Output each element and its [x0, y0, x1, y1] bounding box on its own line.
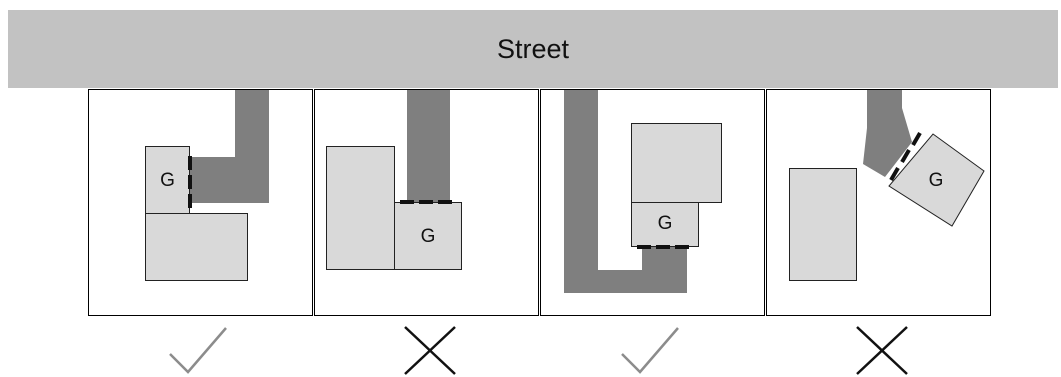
garage-label: G — [928, 170, 944, 191]
garage — [888, 133, 985, 227]
street-label: Street — [496, 33, 570, 64]
garage-door — [911, 131, 922, 147]
panel-4: G — [766, 89, 991, 316]
check-icon — [621, 327, 679, 374]
garage-door — [675, 245, 689, 249]
driveway — [189, 157, 269, 203]
garage — [631, 202, 699, 247]
garage — [394, 202, 462, 270]
garage-door — [419, 200, 433, 204]
garage-door — [637, 245, 651, 249]
garage-label: G — [160, 170, 175, 191]
garage-door — [656, 245, 670, 249]
garage-door — [889, 166, 900, 182]
garage — [145, 146, 190, 214]
angled-layout — [863, 90, 985, 227]
driveway — [235, 90, 269, 158]
panel-2: G — [314, 89, 539, 316]
panel-1: G — [88, 89, 313, 316]
cross-icon — [856, 326, 908, 375]
cross-icon — [404, 326, 456, 375]
garage-door — [400, 200, 414, 204]
garage-door — [188, 194, 192, 208]
check-icon — [169, 327, 227, 374]
driveway — [863, 90, 912, 177]
driveway — [642, 247, 687, 293]
garage-label: G — [420, 226, 436, 247]
garage-door — [188, 175, 192, 189]
garage-door — [900, 148, 911, 164]
driveway — [564, 90, 598, 293]
panel-3: G — [540, 89, 765, 316]
house — [631, 123, 722, 203]
garage-door — [438, 200, 452, 204]
garage-label: G — [657, 213, 673, 234]
house — [789, 168, 857, 281]
house — [145, 213, 248, 281]
garage-door — [188, 156, 192, 170]
street-band: Street — [8, 10, 1058, 88]
driveway — [407, 90, 450, 204]
house — [326, 146, 395, 270]
